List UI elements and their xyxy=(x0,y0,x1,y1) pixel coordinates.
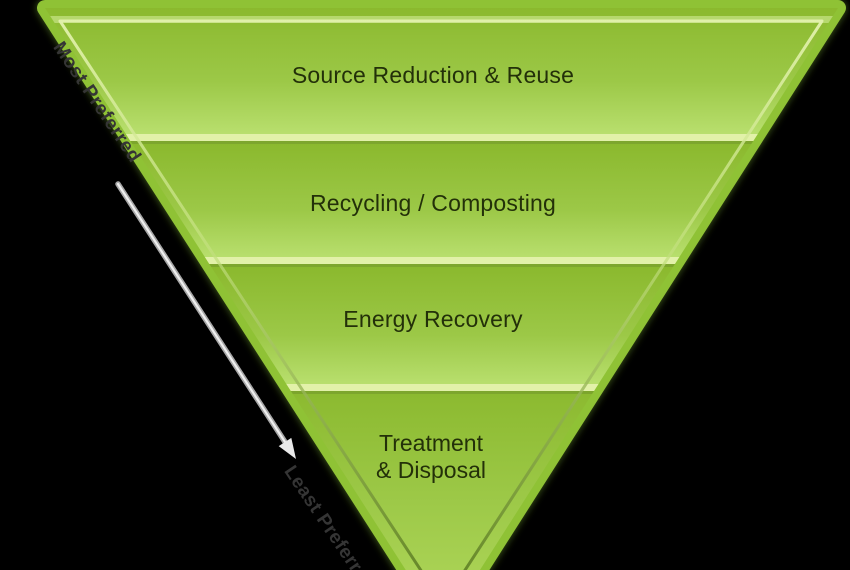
level-label-treatment-disposal: Treatment & Disposal xyxy=(376,430,486,484)
separator-2-light xyxy=(45,257,838,264)
band-source-reduction xyxy=(45,8,838,141)
treatment-line-2: & Disposal xyxy=(376,457,486,483)
inner-bevel-line xyxy=(58,19,824,570)
separator-2-dark xyxy=(45,264,838,267)
separator-1-dark xyxy=(45,141,838,144)
separator-3-dark xyxy=(45,391,838,394)
level-label-recycling: Recycling / Composting xyxy=(309,190,557,216)
separator-3-light xyxy=(45,384,838,391)
level-label-energy-recovery: Energy Recovery xyxy=(343,306,523,332)
treatment-line-1: Treatment xyxy=(379,430,483,456)
preference-arrow-icon xyxy=(115,181,296,459)
level-label-source-reduction: Source Reduction & Reuse xyxy=(291,62,575,88)
separator-1-light xyxy=(45,134,838,141)
